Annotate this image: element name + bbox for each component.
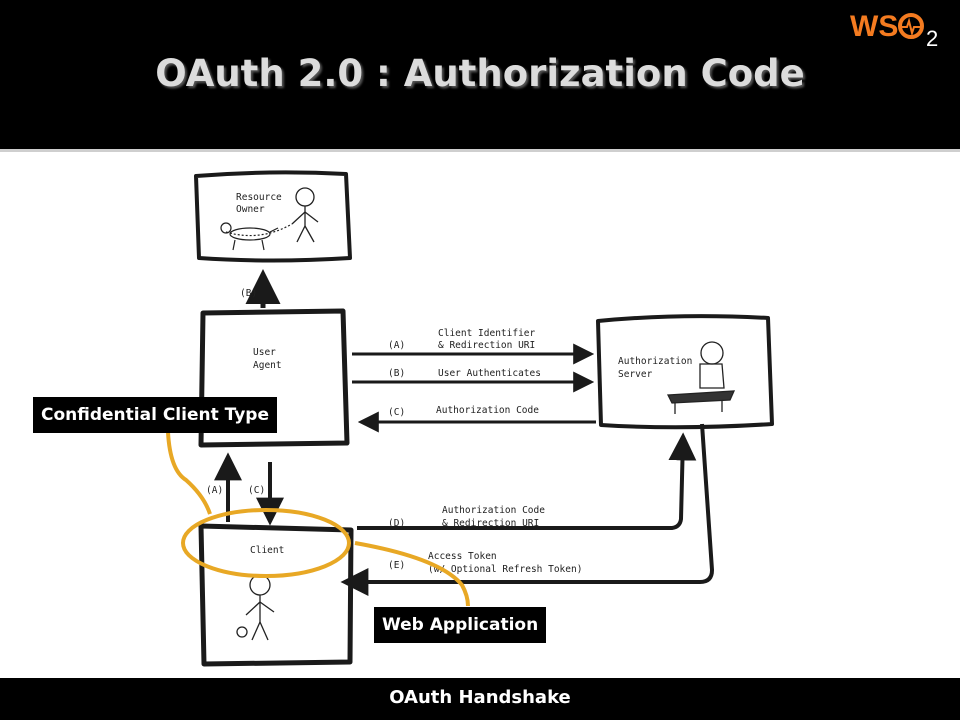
logo-two: 2 [926,26,938,50]
arrow-client-to-ua: (A) [206,452,242,522]
arrow-d-text-2: & Redirection URI [442,518,539,529]
arrow-b-label: (B) [388,368,405,379]
arrow-e-label: (E) [388,560,405,571]
logo-o-ring [898,13,924,39]
arrow-e-text-1: Access Token [428,551,497,562]
arrow-d-label: (D) [388,518,405,529]
arrow-c-label: (C) [388,407,405,418]
client-to-ua-label: (A) [206,485,223,496]
arrow-ua-to-resource-owner: (B) [240,269,281,308]
person-figure-icon [291,187,319,243]
arrow-a-label: (A) [388,340,405,351]
logo-ws: WS [850,10,898,43]
arrow-a: (A) Client Identifier & Redirection URI [352,328,595,365]
resource-owner-box: Resource Owner [194,170,352,263]
user-agent-label-2: Agent [253,360,282,371]
client-label: Client [250,545,284,556]
arrow-d-text-1: Authorization Code [442,505,545,516]
resource-owner-label-2: Owner [236,204,265,215]
arrow-a-text-1: Client Identifier [438,328,536,339]
ua-to-ro-label: (B) [240,288,257,299]
resource-owner-label-1: Resource [236,192,282,203]
arrow-c-text: Authorization Code [436,405,539,416]
logo-pulse-icon [901,17,921,37]
title-bar: OAuth 2.0 : Authorization Code WS 2 [0,0,960,152]
authorization-server-label-1: Authorization [618,356,692,367]
arrow-e: (E) Access Token (w/ Optional Refresh To… [340,423,715,596]
arrow-d: (D) Authorization Code & Redirection URI [357,432,697,530]
confidential-client-type-callout: Confidential Client Type [33,397,277,433]
authorization-server-box: Authorization Server [596,314,774,430]
web-application-callout: Web Application [374,607,547,643]
arrow-c: (C) Authorization Code [357,405,596,433]
arrow-a-text-2: & Redirection URI [438,340,535,351]
client-highlight-ellipse [181,508,351,578]
confidential-callout-connector [166,431,212,515]
dog-icon [220,222,293,251]
client-person-icon [236,574,275,641]
arrow-b-text: User Authenticates [438,368,541,379]
footer-bar: OAuth Handshake [0,678,960,720]
footer-caption: OAuth Handshake [389,687,571,708]
webapp-callout-connector [354,541,470,607]
user-agent-label-1: User [253,347,276,358]
ua-to-client-label: (C) [248,485,265,496]
arrow-e-text-2: (w/ Optional Refresh Token) [428,564,582,575]
client-box: Client [198,523,354,667]
arrow-b: (B) User Authenticates [352,368,595,393]
authorization-server-label-2: Server [618,369,653,380]
seated-person-icon [666,341,736,414]
wso2-logo: WS 2 [850,10,938,50]
slide-title: OAuth 2.0 : Authorization Code [155,52,805,95]
